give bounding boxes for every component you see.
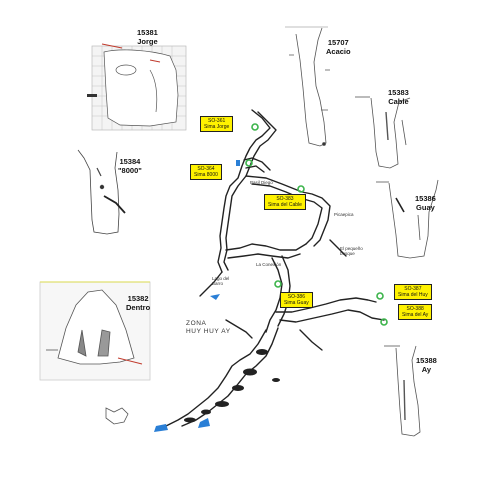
place-lago-barro: Lago del Barro <box>212 276 229 286</box>
zone-label-line2: HUY HUY AY <box>186 327 231 335</box>
profile-label-jorge: 15381 Jorge <box>137 28 158 46</box>
profile-cable-drawing <box>355 96 411 169</box>
profile-guay-drawing <box>376 179 439 259</box>
tag-so-361[interactable]: SO-361 Sima Jorge <box>200 116 234 132</box>
zone-label-line1: ZONA <box>186 320 207 327</box>
tag-so-388[interactable]: SO-388 Sima del Ay <box>398 304 433 320</box>
tag-so-361-code: SO-361 <box>208 118 226 124</box>
profile-label-ay: 15388 Ay <box>416 356 437 374</box>
tag-so-364[interactable]: SO-364 Sima 8000 <box>190 164 222 180</box>
profile-dentro-id: 15382 <box>127 294 149 303</box>
tag-so-386-name: Sima Guay <box>284 300 309 306</box>
place-pequeno-bosque-line1: El pequeño <box>340 246 363 251</box>
profile-label-guay: 15386 Guay <box>415 194 436 212</box>
tag-so-383-name: Sima del Cable <box>268 202 302 208</box>
tag-so-388-code: SO-388 <box>406 306 424 312</box>
profile-acacio-drawing <box>285 26 330 147</box>
profile-ay-drawing <box>384 345 421 437</box>
tag-so-387-name: Sima del Huy <box>398 292 428 298</box>
profile-8000-name: "8000" <box>118 166 142 175</box>
profile-guay-id: 15386 <box>415 194 436 203</box>
tag-so-383-code: SO-383 <box>276 196 294 202</box>
profile-8000-drawing <box>77 149 126 235</box>
profile-acacio-name: Acacio <box>326 47 351 56</box>
cave-pits <box>184 349 280 423</box>
place-la-conexion: La Conexión <box>256 262 282 267</box>
profile-dentro-name: Dentro <box>126 303 151 312</box>
profile-jorge-drawing <box>87 43 187 131</box>
profile-guay-name: Guay <box>416 203 435 212</box>
place-pequeno-bosque: El pequeño bosque <box>340 246 363 256</box>
entrance-markers <box>245 123 388 326</box>
small-fragment-drawing <box>105 407 129 425</box>
profile-label-cable: 15383 Cable <box>388 88 409 106</box>
profile-label-8000: 15384 "8000" <box>118 157 142 175</box>
profile-label-acacio: 15707 Acacio <box>326 38 351 56</box>
profile-acacio-id: 15707 <box>327 38 349 47</box>
place-lago-barro-line1: Lago del <box>212 276 230 281</box>
profile-dentro-drawing <box>39 281 151 381</box>
place-pasil-diego: Pasil Diego <box>250 180 273 185</box>
tag-so-361-name: Sima Jorge <box>204 124 230 130</box>
profile-cable-id: 15383 <box>388 88 409 97</box>
profile-jorge-id: 15381 <box>137 28 158 37</box>
tag-so-387-code: SO-387 <box>404 286 422 292</box>
profile-ay-id: 15388 <box>416 356 437 365</box>
tag-so-388-name: Sima del Ay <box>402 312 429 318</box>
place-picaepica: Picaepica <box>334 212 354 217</box>
profile-jorge-name: Jorge <box>137 37 158 46</box>
tag-so-387[interactable]: SO-387 Sima del Huy <box>394 284 432 300</box>
zone-label: ZONA HUY HUY AY <box>186 320 231 335</box>
water-features <box>154 160 240 432</box>
tag-so-386-code: SO-386 <box>287 294 305 300</box>
tag-so-364-code: SO-364 <box>197 166 215 172</box>
place-pequeno-bosque-line2: bosque <box>340 251 355 256</box>
profile-label-dentro: 15382 Dentro <box>126 294 150 312</box>
tag-so-364-name: Sima 8000 <box>194 172 218 178</box>
tag-so-386[interactable]: SO-386 Sima Guay <box>280 292 313 308</box>
profile-cable-name: Cable <box>388 97 409 106</box>
tag-so-383[interactable]: SO-383 Sima del Cable <box>264 194 306 210</box>
profile-8000-id: 15384 <box>119 157 141 166</box>
place-lago-barro-line2: Barro <box>212 281 224 286</box>
cave-plan <box>165 109 385 427</box>
profile-ay-name: Ay <box>421 365 432 374</box>
